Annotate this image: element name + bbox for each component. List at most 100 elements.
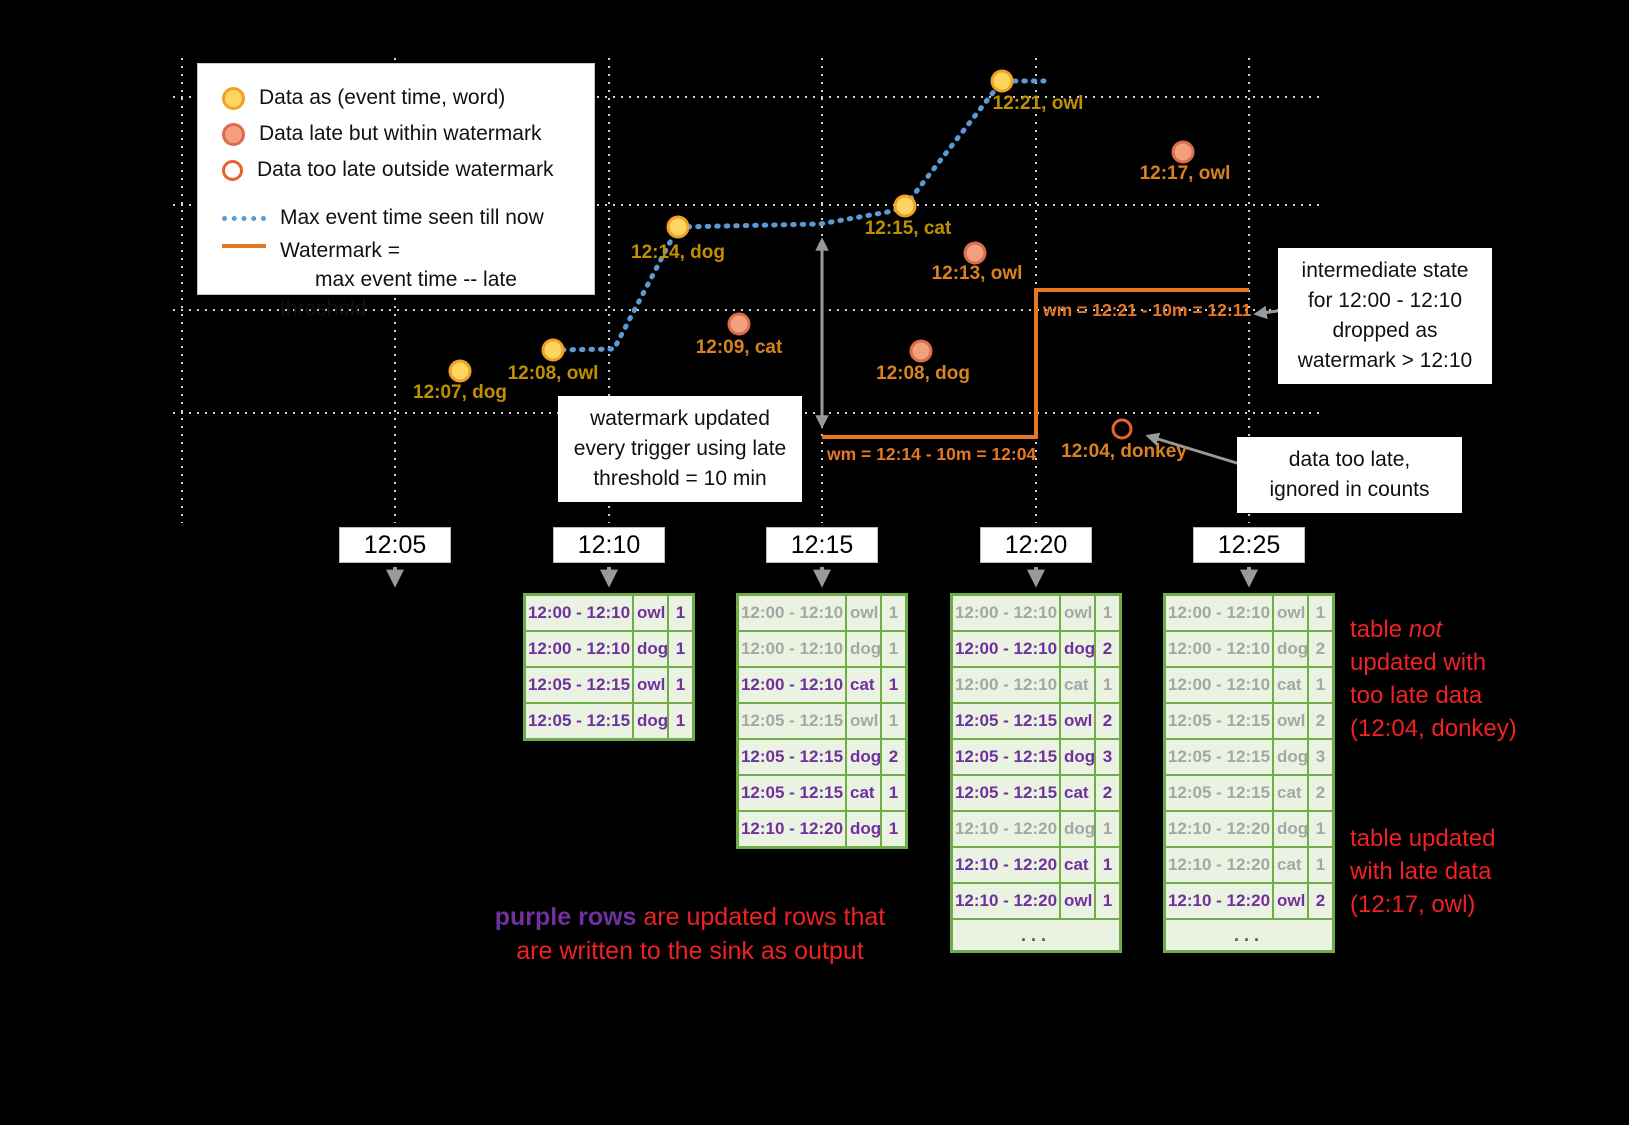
word-cell: dog (1274, 632, 1309, 666)
count-cell: 2 (1315, 639, 1326, 658)
count-cell: 1 (1102, 819, 1113, 838)
trigger-time-12:15: 12:15 (766, 527, 878, 563)
word-cell: dog (1061, 812, 1096, 846)
event-dot-ontime (541, 338, 565, 362)
window-cell: 12:05 - 12:15 (739, 704, 847, 738)
count-cell: 1 (675, 675, 686, 694)
window-cell: 12:00 - 12:10 (1166, 632, 1274, 666)
window-cell: 12:05 - 12:15 (526, 704, 634, 738)
watermark-value-1: wm = 12:14 - 10m = 12:04 (827, 444, 1037, 464)
legend-item-toolate: Data too late outside watermark (222, 152, 580, 188)
window-cell: 12:00 - 12:10 (739, 596, 847, 630)
window-cell: 12:05 - 12:15 (739, 740, 847, 774)
count-cell: 3 (1102, 747, 1113, 766)
count-cell: 1 (888, 783, 899, 802)
trigger-time-12:10: 12:10 (553, 527, 665, 563)
not-note-rest: updated with too late data (12:04, donke… (1350, 649, 1517, 742)
window-cell: 12:10 - 12:20 (953, 812, 1061, 846)
count-cell: 1 (1315, 855, 1326, 874)
toolate-dot-icon (222, 159, 243, 181)
word-cell: dog (847, 812, 882, 846)
event-label: 12:21, owl (992, 93, 1084, 114)
window-cell: 12:00 - 12:10 (526, 632, 634, 666)
count-cell: 1 (675, 711, 686, 730)
word-cell: cat (1274, 776, 1309, 810)
late-dot-icon (222, 122, 245, 146)
count-cell: 1 (1102, 855, 1113, 874)
table-updated-note: table updated with late data (12:17, owl… (1350, 825, 1496, 918)
word-cell: cat (1061, 668, 1096, 702)
legend-item-late: Data late but within watermark (222, 116, 580, 152)
count-cell: 1 (675, 639, 686, 658)
max-event-line-icon (222, 215, 266, 221)
word-cell: cat (1061, 776, 1096, 810)
word-cell: cat (847, 668, 882, 702)
count-cell: 1 (888, 639, 899, 658)
event-label: 12:14, dog (631, 242, 725, 263)
event-dot-late (1171, 140, 1195, 164)
word-cell: cat (1061, 848, 1096, 882)
word-cell: dog (1274, 740, 1309, 774)
word-cell: owl (847, 704, 882, 738)
word-cell: owl (1061, 596, 1096, 630)
trigger-time-12:05: 12:05 (339, 527, 451, 563)
watermark-line-icon (222, 244, 266, 248)
count-cell: 1 (888, 603, 899, 622)
word-cell: dog (847, 632, 882, 666)
word-cell: cat (1274, 848, 1309, 882)
legend-item-ontime: Data as (event time, word) (222, 80, 580, 116)
count-cell: 1 (675, 603, 686, 622)
watermark-trigger-callout: watermark updated every trigger using la… (558, 396, 802, 502)
count-cell: 2 (1315, 783, 1326, 802)
window-cell: 12:00 - 12:10 (739, 632, 847, 666)
window-cell: 12:00 - 12:10 (526, 596, 634, 630)
window-cell: 12:10 - 12:20 (1166, 884, 1274, 918)
window-cell: 12:05 - 12:15 (739, 776, 847, 810)
word-cell: owl (1274, 704, 1309, 738)
purple-rows-highlight: purple rows (494, 903, 637, 931)
legend-label: Max event time seen till now (280, 206, 544, 229)
count-cell: 1 (888, 819, 899, 838)
watermark-value-2: wm = 12:21 - 10m = 12:11 (1043, 300, 1252, 320)
event-label: 12:17, owl (1139, 163, 1231, 184)
word-cell: dog (1061, 632, 1096, 666)
count-cell: 2 (888, 747, 899, 766)
event-label: 12:13, owl (931, 263, 1023, 284)
window-cell: 12:10 - 12:20 (1166, 812, 1274, 846)
count-cell: 1 (888, 711, 899, 730)
event-dot-ontime (448, 359, 472, 383)
window-cell: 12:05 - 12:15 (526, 668, 634, 702)
legend-label: Data as (event time, word) (259, 86, 506, 109)
count-cell: 3 (1315, 747, 1326, 766)
window-cell: 12:05 - 12:15 (953, 776, 1061, 810)
event-dot-late (963, 241, 987, 265)
word-cell: owl (1061, 884, 1096, 918)
event-label: 12:04, donkey (1061, 441, 1187, 462)
window-cell: 12:00 - 12:10 (953, 596, 1061, 630)
legend-item-watermark: Watermark = max event time -- late thres… (222, 236, 580, 320)
count-cell: 1 (1315, 819, 1326, 838)
